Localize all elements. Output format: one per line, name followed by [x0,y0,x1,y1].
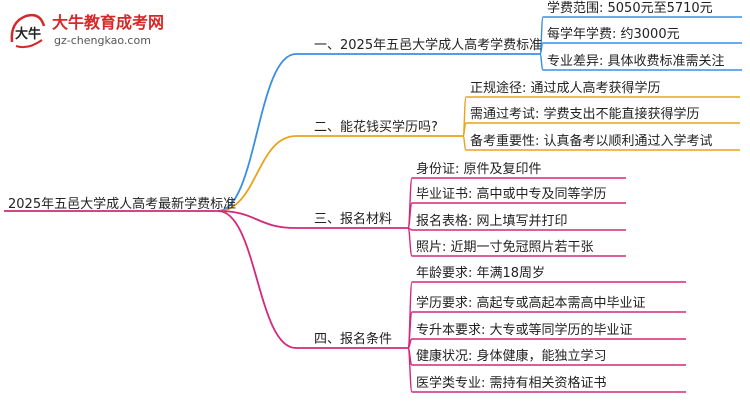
child-connector-1-3 [539,53,544,71]
leaf-node-1-1: 学费范围: 5050元至5710元 [547,0,713,16]
leaf-node-3-1: 身份证: 原件及复印件 [416,161,542,177]
branch-label-2: 二、能花钱买学历吗? [314,119,438,135]
leaf-node-2-2: 需通过考试: 学费支出不能直接获得学历 [470,106,700,122]
leaf-node-1-2: 每学年学费: 约3000元 [547,26,680,42]
branch-label-3: 三、报名材料 [314,211,392,227]
logo-glyph: 大牛 [15,26,41,42]
root-node: 2025年五邑大学成人高考最新学费标准 [8,196,236,212]
leaf-node-4-1: 年龄要求: 年满18周岁 [416,266,545,281]
branch-label-4: 四、报名条件 [314,331,392,347]
logo-emblem: 大牛 [10,13,46,49]
child-connector-3-4 [407,227,413,257]
mindmap-edges [4,16,742,393]
leaf-node-3-3: 报名表格: 网上填写并打印 [416,213,568,229]
child-connector-3-2 [407,202,413,229]
leaf-node-2-1: 正规途径: 通过成人高考获得学历 [470,80,661,96]
leaf-node-3-4: 照片: 近期一寸免冠照片若干张 [416,239,594,255]
brand-name: 大牛教育成考网 [52,13,164,32]
branch-connector-2 [217,135,297,212]
mindmap-nodes: 2025年五邑大学成人高考最新学费标准 一、2025年五邑大学成人高考学费标准 学费… [8,0,725,391]
branch-label-1: 一、2025年五邑大学成人高考学费标准 [314,37,542,53]
leaf-node-4-2: 学历要求: 高起专或高起本需高中毕业证 [416,295,646,311]
child-connector-4-5 [407,347,413,393]
branch-connector-4 [217,210,297,349]
child-connector-2-3 [462,135,467,151]
leaf-node-3-2: 毕业证书: 高中或中专及同等学历 [416,186,607,202]
branch-connector-1 [217,53,297,212]
brand-logo: 大牛 大牛教育成考网 gz-chengkao.com [10,13,164,49]
branch-connector-3 [217,210,297,229]
leaf-node-4-5: 医学类专业: 需持有相关资格证书 [416,375,607,391]
leaf-node-4-3: 专升本要求: 大专或等同学历的毕业证 [416,322,633,338]
leaf-node-4-4: 健康状况: 身体健康，能独立学习 [416,348,607,364]
leaf-node-1-3: 专业差异: 具体收费标准需关注 [547,54,725,69]
leaf-node-2-3: 备考重要性: 认真备考以顺利通过入学考试 [470,133,713,149]
brand-url: gz-chengkao.com [54,34,151,47]
